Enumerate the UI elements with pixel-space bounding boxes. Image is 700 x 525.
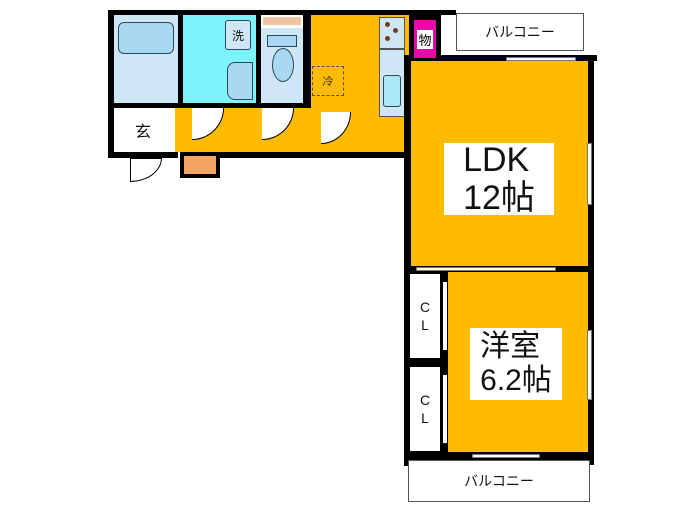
sliding-door[interactable] [416,267,556,271]
closet-1-l: L [421,317,429,333]
window [472,454,540,458]
window [587,330,592,400]
bathtub [118,22,174,54]
burner [385,22,390,27]
closet-door[interactable] [443,282,447,350]
outer-wall [108,152,178,158]
balcony-top: バルコニー [456,13,584,51]
corridor-wall [114,103,344,108]
balcony-top-label: バルコニー [485,24,555,40]
outer-wall [108,10,456,15]
stove [379,17,405,49]
closet-1: C L [410,274,440,358]
fridge-space: 冷 [312,66,344,96]
entrance: 玄 [114,108,172,152]
burner [393,28,398,33]
toilet-wall [303,15,311,103]
washroom-wall [256,15,261,103]
toilet-tank [267,35,297,47]
wash-basin [227,62,253,100]
storage-label: 物 [417,29,433,49]
outer-wall [218,152,410,158]
toilet-bowl [272,48,294,82]
ldk-name: LDK [463,141,530,179]
outer-wall [108,10,114,158]
balcony-bottom-label: バルコニー [464,473,534,489]
western-room-size: 6.2帖 [480,364,552,397]
western-room-label: 洋室 6.2帖 [470,328,562,400]
outer-wall [404,266,410,466]
closet-2: C L [410,367,440,451]
burner [385,36,390,41]
closet-door[interactable] [443,375,447,443]
outer-wall [404,55,411,277]
washing-machine-space: 洗 [225,20,251,50]
bath-wall [178,15,183,103]
storage-closet: 物 [409,15,441,63]
toilet-window [263,17,301,25]
entrance-label: 玄 [132,118,153,142]
ldk-label: LDK 12帖 [444,141,554,217]
balcony-bottom: バルコニー [408,460,590,502]
western-room-name: 洋室 [480,330,541,363]
entrance-door[interactable] [130,158,162,182]
shoe-cabinet [180,152,220,178]
window [506,57,576,61]
outer-wall [588,55,594,465]
closet-2-l: L [421,410,429,426]
closet-1-c: C [419,299,431,315]
ldk-size: 12帖 [463,179,535,217]
window [587,143,592,205]
fridge-label: 冷 [322,76,334,88]
sink [383,75,401,107]
closet-2-c: C [419,392,431,408]
washing-machine-label: 洗 [231,28,244,43]
